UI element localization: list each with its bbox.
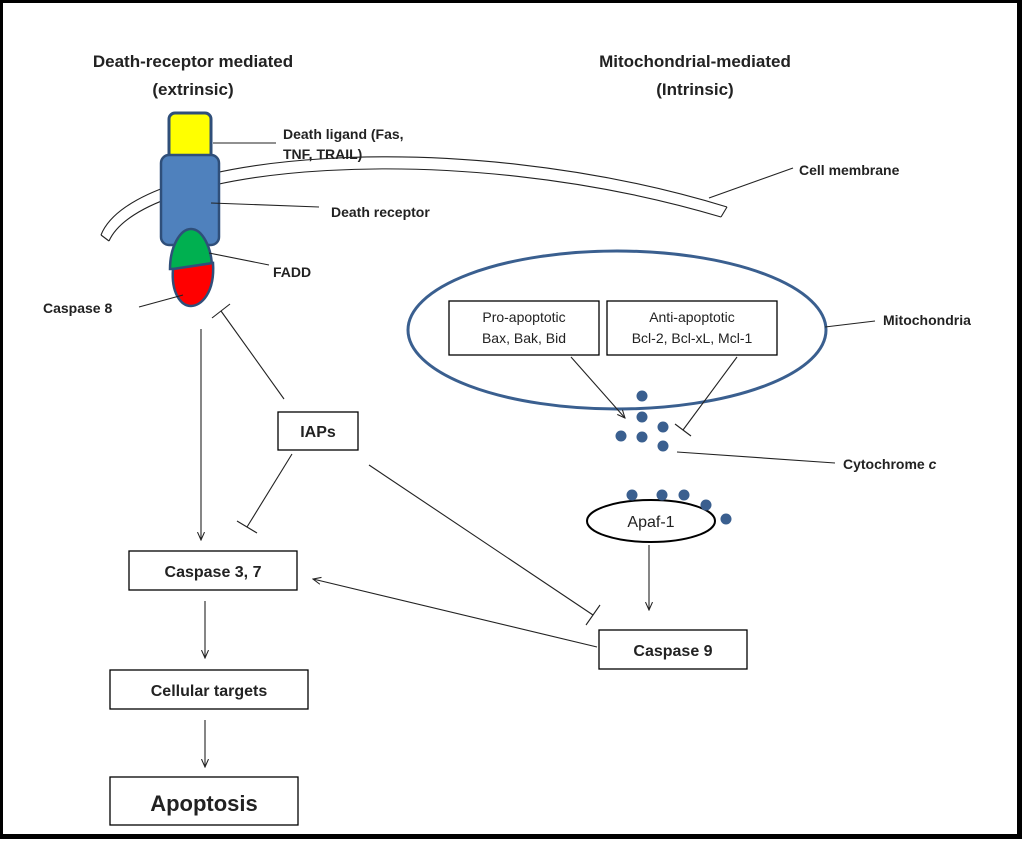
apoptosis-box: [109, 776, 299, 826]
iaps-inhibit-caspase8-line: [220, 310, 285, 400]
apaf1-dot: [700, 499, 712, 511]
cytochrome-c-dots: [615, 390, 669, 452]
anti-apoptotic-inhibit-line: [682, 356, 738, 431]
apaf1-label: Apaf-1: [627, 514, 674, 531]
caspase8-label: Caspase 8: [43, 300, 112, 316]
iaps-inhibit-caspase9-bar: [585, 604, 601, 626]
cytochrome-dot: [657, 440, 669, 452]
fadd-leader-line: [208, 252, 270, 266]
caspase37-box: [128, 550, 298, 591]
iaps-box: [277, 411, 359, 451]
pro-apoptotic-members: Bax, Bak, Bid: [482, 330, 566, 346]
cell-membrane-leader-line: [708, 167, 794, 199]
mitochondria-leader-line: [824, 320, 876, 328]
anti-apoptotic-members: Bcl-2, Bcl-xL, Mcl-1: [632, 330, 753, 346]
iaps-label: IAPs: [300, 424, 336, 441]
anti-apoptotic-box: [606, 300, 778, 356]
pro-apoptotic-promote-arrow: [570, 356, 625, 418]
extrinsic-heading-line2: (extrinsic): [152, 80, 233, 99]
apaf1-ellipse: [586, 499, 716, 543]
extrinsic-heading-line1: Death-receptor mediated: [93, 52, 293, 71]
death-ligand-label-line2: TNF, TRAIL): [283, 146, 362, 162]
anti-apoptotic-inhibit-bar: [674, 423, 692, 437]
intrinsic-heading-line2: (Intrinsic): [656, 80, 733, 99]
cellular-targets-box: [109, 669, 309, 710]
cytochrome-label: Cytochrome c: [843, 456, 937, 472]
apoptosis-label: Apoptosis: [150, 791, 258, 816]
receptor-leader-line: [210, 202, 320, 208]
cell-membrane-end-right: [720, 206, 728, 218]
anti-apoptotic-title: Anti-apoptotic: [649, 309, 735, 325]
caspase8-leader-line: [138, 294, 184, 308]
apaf1-dot: [720, 513, 732, 525]
cytochrome-leader-line: [676, 451, 836, 464]
caspase9-to-caspase37-arrow: [313, 579, 598, 648]
cytochrome-dot: [636, 390, 648, 402]
fadd-shape: [168, 227, 214, 271]
fadd-label: FADD: [273, 264, 311, 280]
caspase8-shape: [171, 261, 215, 308]
iaps-inhibit-caspase9-line: [368, 464, 594, 616]
mitochondria-label: Mitochondria: [883, 312, 971, 328]
cell-membrane-outer: [100, 156, 728, 236]
pro-apoptotic-box: [448, 300, 600, 356]
caspase9-box: [598, 629, 748, 670]
cytochrome-dot: [615, 430, 627, 442]
iaps-inhibit-caspase37-line: [246, 453, 293, 528]
cellular-targets-label: Cellular targets: [151, 683, 268, 700]
iaps-inhibit-caspase37-bar: [236, 520, 258, 534]
intrinsic-heading-line1: Mitochondrial-mediated: [599, 52, 791, 71]
apaf1-dot: [656, 489, 668, 501]
cell-membrane-label: Cell membrane: [799, 162, 900, 178]
caspase37-label: Caspase 3, 7: [165, 564, 262, 581]
apaf1-dot: [626, 489, 638, 501]
cell-membrane-end-left: [100, 234, 110, 242]
iaps-inhibit-caspase8-bar: [211, 303, 231, 319]
death-ligand-label-line1: Death ligand (Fas,: [283, 126, 404, 142]
cell-membrane-inner: [108, 168, 722, 242]
cytochrome-dot: [657, 421, 669, 433]
apaf1-dot: [678, 489, 690, 501]
caspase9-label: Caspase 9: [633, 643, 712, 660]
cytochrome-dot: [636, 431, 648, 443]
pro-apoptotic-title: Pro-apoptotic: [482, 309, 565, 325]
apoptosis-pathway-diagram: Death-receptor mediated (extrinsic) Mito…: [43, 52, 971, 826]
cytochrome-dot: [636, 411, 648, 423]
apaf1-bound-dots: [626, 489, 732, 525]
death-receptor-label: Death receptor: [331, 204, 430, 220]
